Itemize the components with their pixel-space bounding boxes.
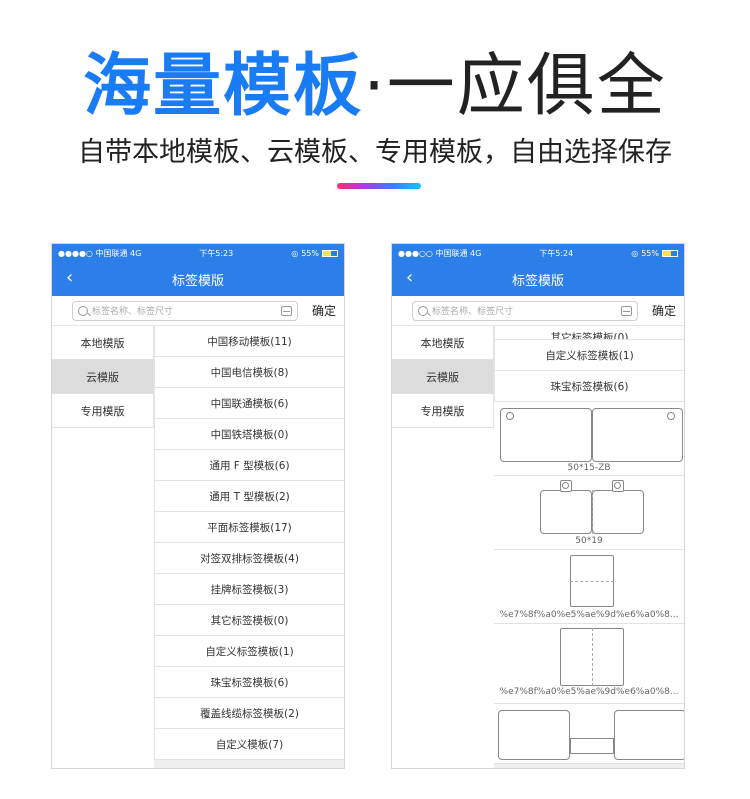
alarm-icon: ◎: [631, 248, 639, 258]
scan-icon[interactable]: [620, 305, 632, 316]
left-phone-screenshot: ●●●●○ 中国联通 4G 下午5:23 ◎55% ‹ 标签模版 标签名称、标签…: [51, 243, 345, 769]
list-item-label: 其它标签模板(0): [550, 332, 629, 340]
search-placeholder: 标签名称、标签尺寸: [92, 307, 174, 317]
alarm-icon: ◎: [291, 248, 299, 258]
template-card[interactable]: %e7%8f%a0%e5%ae%9d%e6%a0%8...: [494, 624, 684, 704]
hang-hole-icon: [506, 412, 514, 420]
status-time: 下午5:24: [539, 248, 574, 258]
hang-hole-icon: [562, 482, 569, 489]
list-item[interactable]: 其它标签模板(0): [154, 605, 344, 636]
sidebar-item-local[interactable]: 本地模版: [392, 326, 494, 360]
list-item[interactable]: 平面标签模板(17): [154, 512, 344, 543]
content-body: 本地模版 云模版 专用模版 中国移动模板(11) 中国电信模板(8) 中国联通模…: [52, 326, 344, 768]
gradient-divider: [337, 183, 421, 189]
list-item[interactable]: 通用 F 型模板(6): [154, 450, 344, 481]
list-item[interactable]: 其它标签模板(0): [494, 326, 684, 340]
label-shape: [498, 710, 570, 760]
template-card[interactable]: 50*15-ZB: [494, 402, 684, 476]
list-item[interactable]: 中国铁塔模板(0): [154, 419, 344, 450]
category-sidebar: 本地模版 云模版 专用模版: [392, 326, 494, 768]
list-item[interactable]: 自定义标签模板(1): [154, 636, 344, 667]
list-item[interactable]: 中国联通模板(6): [154, 388, 344, 419]
sidebar-item-cloud[interactable]: 云模版: [52, 360, 154, 394]
battery-percent: 55%: [641, 248, 659, 258]
list-item[interactable]: 中国移动模板(11): [154, 326, 344, 357]
back-icon[interactable]: ‹: [406, 267, 414, 288]
status-bar: ●●●○○ 中国联通 4G 下午5:24 ◎55%: [392, 244, 684, 262]
right-phone-screenshot: ●●●○○ 中国联通 4G 下午5:24 ◎55% ‹ 标签模版 标签名称、标签…: [391, 243, 685, 769]
status-bar: ●●●●○ 中国联通 4G 下午5:23 ◎55%: [52, 244, 344, 262]
headline: 海量模板·一应俱全: [0, 30, 750, 129]
nav-bar: ‹ 标签模版: [52, 262, 344, 296]
template-card[interactable]: [494, 704, 684, 764]
search-input[interactable]: 标签名称、标签尺寸: [72, 300, 298, 321]
back-icon[interactable]: ‹: [66, 267, 74, 288]
hang-hole-icon: [614, 482, 621, 489]
headline-blue: 海量模板: [83, 47, 364, 126]
template-list: 中国移动模板(11) 中国电信模板(8) 中国联通模板(6) 中国铁塔模板(0)…: [154, 326, 344, 768]
sidebar-item-local[interactable]: 本地模版: [52, 326, 154, 360]
list-item[interactable]: 通用 T 型模板(2): [154, 481, 344, 512]
list-item[interactable]: 自定义模板(7): [154, 729, 344, 760]
category-sidebar: 本地模版 云模版 专用模版: [52, 326, 154, 768]
list-item[interactable]: 自定义标签模板(1): [494, 340, 684, 371]
scan-icon[interactable]: [280, 305, 292, 316]
battery-icon: [661, 249, 678, 257]
label-shape: [592, 490, 644, 534]
search-row: 标签名称、标签尺寸 确定: [392, 296, 684, 326]
search-icon: [78, 305, 88, 316]
battery-percent: 55%: [301, 248, 319, 258]
status-time: 下午5:23: [199, 248, 234, 258]
search-input[interactable]: 标签名称、标签尺寸: [412, 300, 638, 321]
search-row: 标签名称、标签尺寸 确定: [52, 296, 344, 326]
label-shape: [570, 738, 614, 754]
label-shape: [540, 490, 592, 534]
subtitle: 自带本地模板、云模板、专用模板，自由选择保存: [78, 137, 672, 168]
search-icon: [418, 305, 428, 316]
list-item[interactable]: 珠宝标签模板(6): [494, 371, 684, 402]
list-item[interactable]: 珠宝标签模板(6): [154, 667, 344, 698]
template-caption: 50*15-ZB: [567, 463, 611, 473]
label-shape: [500, 408, 592, 462]
battery-icon: [321, 249, 338, 257]
confirm-button[interactable]: 确定: [311, 304, 336, 318]
sidebar-item-special[interactable]: 专用模版: [392, 394, 494, 428]
headline-dark: ·一应俱全: [363, 47, 667, 126]
nav-title: 标签模版: [511, 273, 564, 289]
template-list: 其它标签模板(0) 自定义标签模板(1) 珠宝标签模板(6) 50*15-ZB: [494, 326, 684, 768]
template-card[interactable]: %e7%8f%a0%e5%ae%9d%e6%a0%8...: [494, 550, 684, 624]
sidebar-item-special[interactable]: 专用模版: [52, 394, 154, 428]
template-caption: 50*19: [575, 536, 603, 546]
carrier-label: ●●●○○ 中国联通 4G: [398, 248, 482, 258]
nav-title: 标签模版: [171, 273, 224, 289]
label-shape: [614, 710, 684, 760]
list-item[interactable]: 挂牌标签模板(3): [154, 574, 344, 605]
nav-bar: ‹ 标签模版: [392, 262, 684, 296]
list-item[interactable]: 覆盖线缆标签模板(2): [154, 698, 344, 729]
hang-hole-icon: [667, 412, 675, 420]
list-item[interactable]: 中国电信模板(8): [154, 357, 344, 388]
content-body: 本地模版 云模版 专用模版 其它标签模板(0) 自定义标签模板(1) 珠宝标签模…: [392, 326, 684, 768]
list-item[interactable]: 对签双排标签模板(4): [154, 543, 344, 574]
template-caption: %e7%8f%a0%e5%ae%9d%e6%a0%8...: [499, 687, 679, 697]
carrier-label: ●●●●○ 中国联通 4G: [58, 248, 142, 258]
template-card[interactable]: 50*19: [494, 476, 684, 550]
confirm-button[interactable]: 确定: [651, 304, 676, 318]
search-placeholder: 标签名称、标签尺寸: [432, 307, 514, 317]
template-caption: %e7%8f%a0%e5%ae%9d%e6%a0%8...: [499, 610, 679, 620]
sidebar-item-cloud[interactable]: 云模版: [392, 360, 494, 394]
